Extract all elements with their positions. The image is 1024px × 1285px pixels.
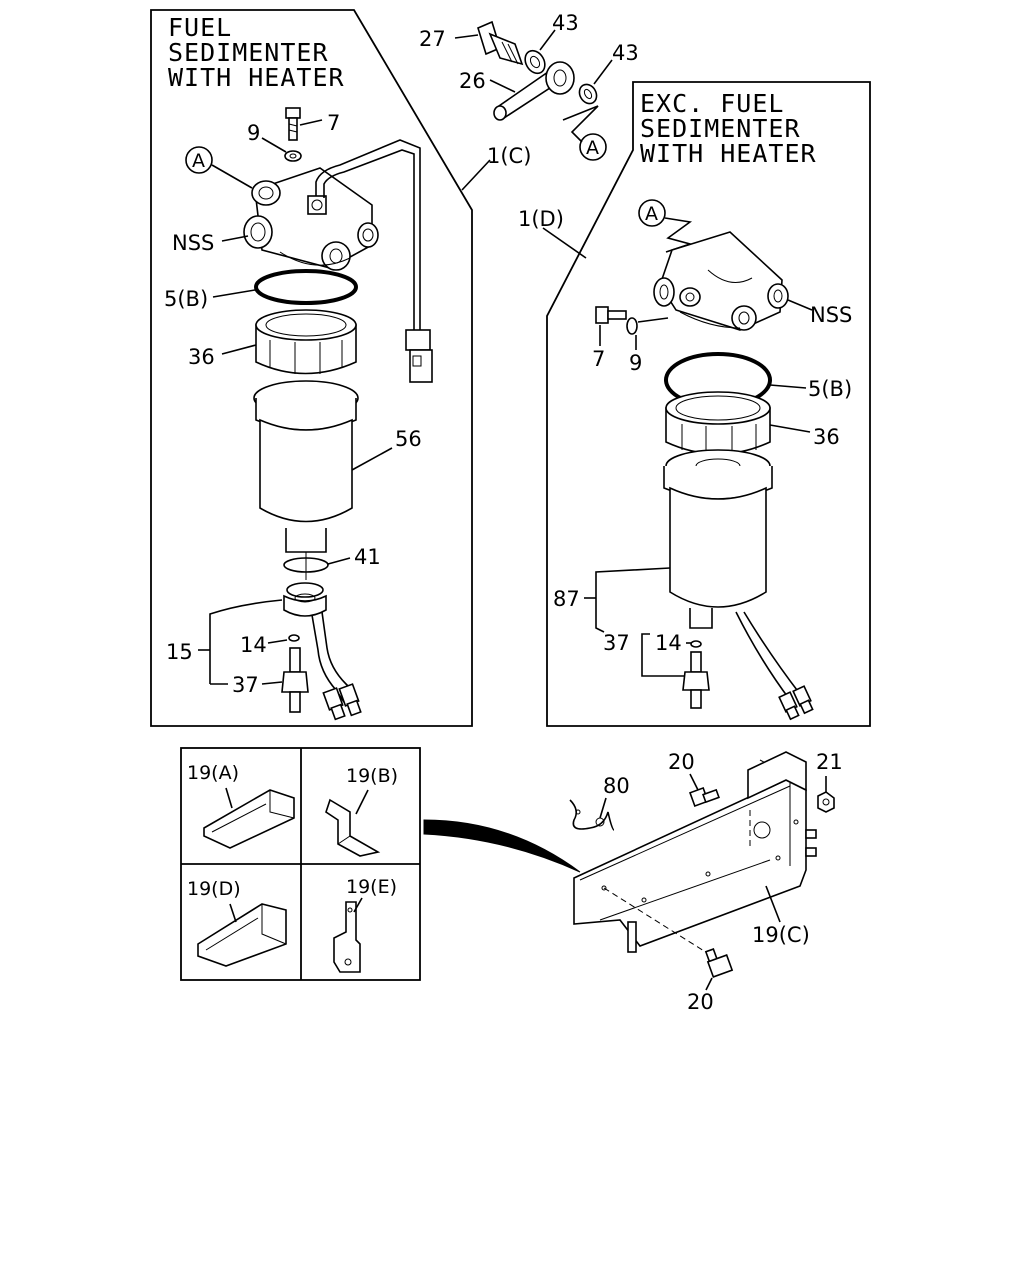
bracket-19d-sketch — [197, 903, 287, 967]
left-panel-border — [150, 9, 473, 727]
banjo-bolt-27 — [477, 20, 524, 66]
washer-9-right — [626, 317, 638, 335]
bolt-7-right — [595, 306, 627, 324]
callout-nss-right: NSS — [810, 303, 852, 327]
banjo-fitting-group: 27 43 26 43 A — [419, 11, 639, 161]
callout-15: 15 — [166, 640, 193, 664]
banjo-union-26 — [493, 61, 575, 121]
right-title-line2: SEDIMENTER — [640, 114, 801, 143]
clip-80 — [569, 799, 615, 831]
callout-a-left: A — [192, 150, 205, 172]
left-title-line3: WITH HEATER — [168, 63, 345, 92]
callout-7-left: 7 — [327, 111, 340, 135]
washer-43a — [524, 49, 546, 75]
bracket-19c — [573, 751, 817, 957]
callout-7-right: 7 — [592, 347, 605, 371]
o-ring-41 — [283, 557, 329, 573]
right-title-line3: WITH HEATER — [640, 139, 817, 168]
ref-a-circle-right — [638, 199, 666, 227]
callout-27: 27 — [419, 27, 446, 51]
filter-head-right — [653, 231, 789, 331]
heater-connector-left — [405, 210, 433, 383]
callout-a-top: A — [586, 137, 599, 159]
right-title-line1: EXC. FUEL — [640, 89, 784, 118]
callout-36-right: 36 — [813, 425, 840, 449]
left-title-line1: FUEL — [168, 13, 232, 42]
callout-36-left: 36 — [188, 345, 215, 369]
bracket-variant-grid: 19(A) 19(B) 19(D) 19(E) — [180, 747, 421, 981]
panel-exc-fuel-sedimenter-with-heater: EXC. FUEL SEDIMENTER WITH HEATER 1(D) A … — [518, 81, 871, 727]
bolt-20-top — [689, 787, 720, 807]
ring-nut-36-right — [665, 391, 771, 456]
callout-19c: 19(C) — [752, 923, 810, 947]
callout-a-right: A — [645, 203, 658, 225]
callout-43a: 43 — [552, 11, 579, 35]
label-19a: 19(A) — [187, 762, 239, 784]
drain-plug-37-left — [281, 647, 309, 713]
bracket-19a-sketch — [203, 787, 295, 849]
seal-14-left — [288, 634, 300, 642]
callout-14-left: 14 — [240, 633, 267, 657]
drain-plug-assembly-15 — [283, 582, 362, 721]
callout-9-left: 9 — [247, 121, 260, 145]
arrow-to-bracket — [423, 819, 581, 873]
callout-nss-left: NSS — [172, 231, 214, 255]
callout-41: 41 — [354, 545, 381, 569]
callout-21: 21 — [816, 750, 843, 774]
filter-head-left — [243, 139, 421, 271]
right-panel-border — [546, 81, 871, 727]
nut-21 — [817, 791, 835, 813]
callout-20-bottom: 20 — [687, 990, 714, 1014]
callout-1d: 1(D) — [518, 207, 564, 231]
drain-plug-37-right — [682, 651, 710, 709]
callout-20-top: 20 — [668, 750, 695, 774]
bolt-7 — [285, 107, 301, 141]
callout-37-left: 37 — [232, 673, 259, 697]
o-ring-5b-left — [254, 269, 358, 305]
label-19b: 19(B) — [346, 765, 398, 787]
filter-bowl-87 — [663, 449, 814, 721]
callout-37-right: 37 — [603, 631, 630, 655]
label-19d: 19(D) — [187, 878, 241, 900]
filter-bowl-56 — [253, 380, 359, 580]
callout-9-right: 9 — [629, 351, 642, 375]
washer-43b — [578, 83, 598, 105]
callout-14-right: 14 — [655, 631, 682, 655]
callout-1c: 1(C) — [487, 144, 531, 168]
callout-87: 87 — [553, 587, 580, 611]
callout-56: 56 — [395, 427, 422, 451]
washer-9 — [284, 150, 302, 162]
panel-fuel-sedimenter-with-heater: FUEL SEDIMENTER WITH HEATER 7 9 A — [150, 9, 531, 727]
callout-43b: 43 — [612, 41, 639, 65]
left-title-line2: SEDIMENTER — [168, 38, 329, 67]
bracket-19b-sketch — [325, 789, 381, 857]
ring-nut-36-left — [255, 309, 357, 375]
seal-14-right — [690, 640, 702, 648]
callout-5b-left: 5(B) — [164, 287, 208, 311]
bracket-19e-sketch — [333, 897, 363, 973]
callout-5b-right: 5(B) — [808, 377, 852, 401]
callout-26: 26 — [459, 69, 486, 93]
ref-a-circle-top — [579, 133, 607, 161]
callout-80: 80 — [603, 774, 630, 798]
label-19e: 19(E) — [346, 876, 397, 898]
ref-a-circle-left — [185, 146, 213, 174]
bolt-20-bottom — [704, 948, 734, 978]
